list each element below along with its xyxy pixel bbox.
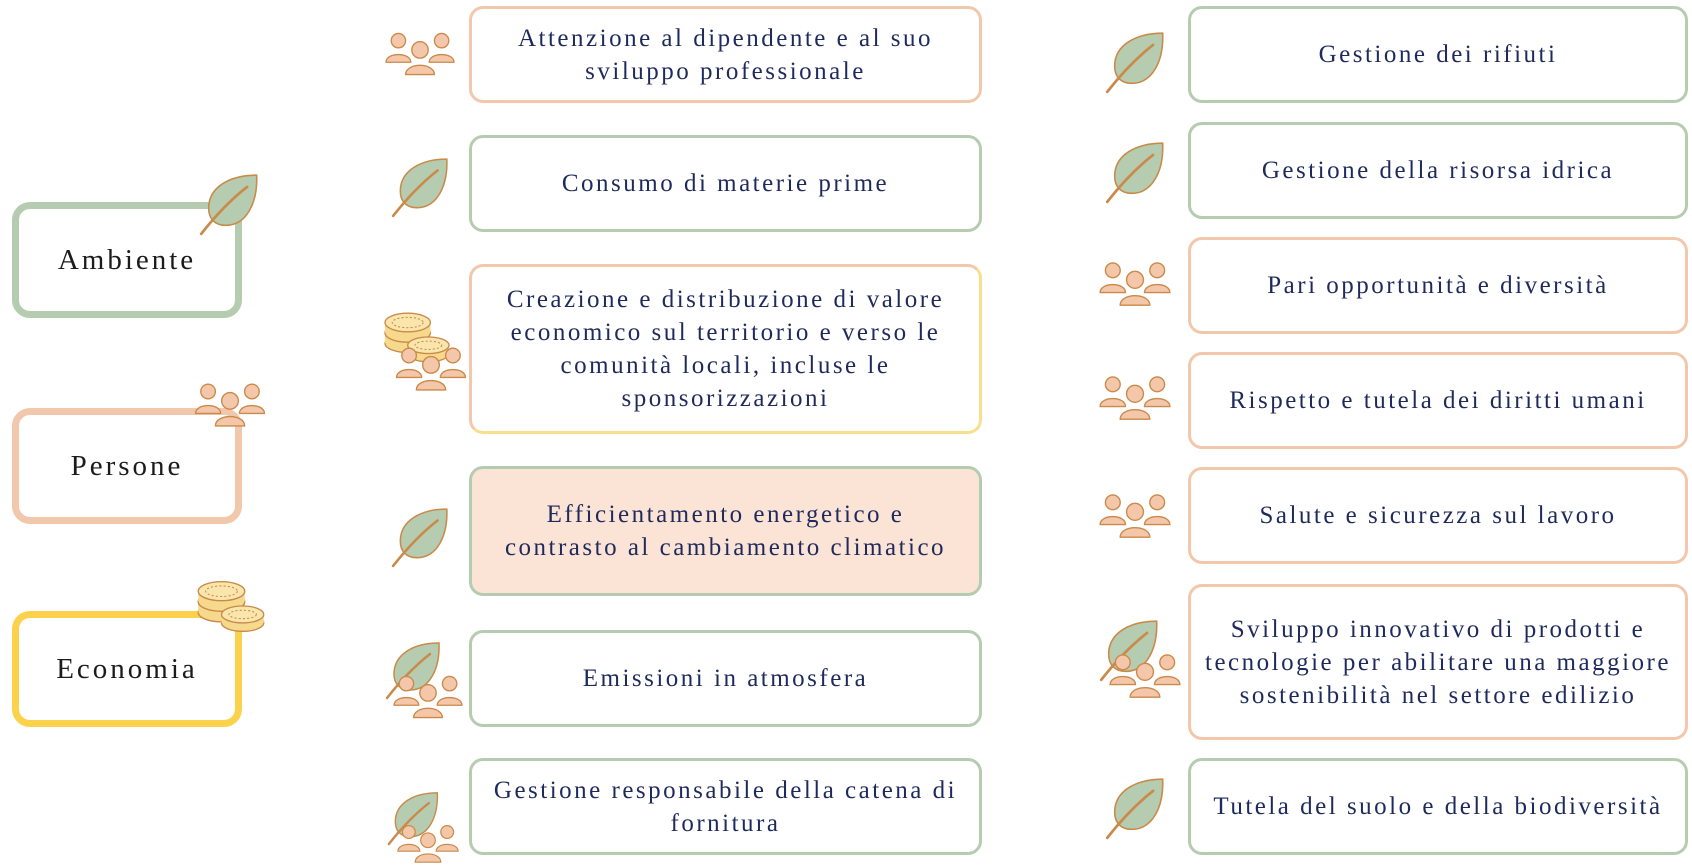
topic-box: Salute e sicurezza sul lavoro	[1188, 467, 1688, 564]
topic-box: Consumo di materie prime	[469, 135, 982, 232]
leaf-icon	[1104, 30, 1168, 94]
topic-label: Sviluppo innovativo di prodotti e tecnol…	[1205, 615, 1671, 709]
leaf-icon	[1104, 776, 1168, 840]
people-icon	[394, 344, 468, 392]
topic-box: Efficientamento energetico e contrasto a…	[469, 466, 982, 596]
leaf-icon	[390, 156, 452, 218]
people-icon	[193, 380, 267, 428]
topic-box: Pari opportunità e diversità	[1188, 237, 1688, 334]
topic-label: Consumo di materie prime	[561, 170, 890, 197]
coins-icon	[194, 574, 268, 638]
people-icon	[1098, 490, 1172, 540]
leaf-icon	[198, 172, 262, 236]
legend-economia-label: Economia	[56, 652, 198, 685]
legend-persone: Persone	[12, 408, 242, 524]
topic-label: Gestione dei rifiuti	[1318, 41, 1558, 68]
topic-box: Gestione responsabile della catena di fo…	[469, 758, 982, 855]
legend-ambiente-label: Ambiente	[57, 243, 197, 276]
topic-label: Attenzione al dipendente e al suo svilup…	[517, 24, 934, 85]
topic-label: Gestione della risorsa idrica	[1261, 157, 1615, 184]
topic-label: Salute e sicurezza sul lavoro	[1259, 502, 1617, 529]
topic-box: Emissioni in atmosfera	[469, 630, 982, 727]
people-icon	[1098, 258, 1172, 308]
topic-box: Attenzione al dipendente e al suo svilup…	[469, 6, 982, 103]
legend-economia: Economia	[12, 611, 242, 727]
topic-label: Efficientamento energetico e contrasto a…	[504, 501, 947, 561]
topic-box: Gestione della risorsa idrica	[1188, 122, 1688, 219]
topic-label: Gestione responsabile della catena di fo…	[493, 776, 958, 837]
legend-persone-label: Persone	[70, 449, 184, 482]
topic-box: Gestione dei rifiuti	[1188, 6, 1688, 103]
people-icon	[1108, 650, 1182, 700]
leaf-icon	[390, 506, 452, 568]
topic-label: Pari opportunità e diversità	[1267, 272, 1609, 299]
topic-box: Creazione e distribuzione di valore econ…	[469, 264, 982, 434]
topic-box: Rispetto e tutela dei diritti umani	[1188, 352, 1688, 449]
topic-label: Rispetto e tutela dei diritti umani	[1229, 387, 1647, 414]
legend-ambiente: Ambiente	[12, 202, 242, 318]
people-icon	[1098, 372, 1172, 422]
people-icon	[384, 28, 456, 78]
topic-box: Tutela del suolo e della biodiversità	[1188, 758, 1688, 855]
people-icon	[392, 672, 464, 720]
topic-label: Emissioni in atmosfera	[582, 665, 869, 692]
topic-label: Tutela del suolo e della biodiversità	[1213, 793, 1663, 820]
leaf-icon	[1104, 140, 1168, 204]
topic-box: Sviluppo innovativo di prodotti e tecnol…	[1188, 584, 1688, 740]
topic-label: Creazione e distribuzione di valore econ…	[506, 286, 945, 412]
people-icon	[392, 822, 464, 864]
